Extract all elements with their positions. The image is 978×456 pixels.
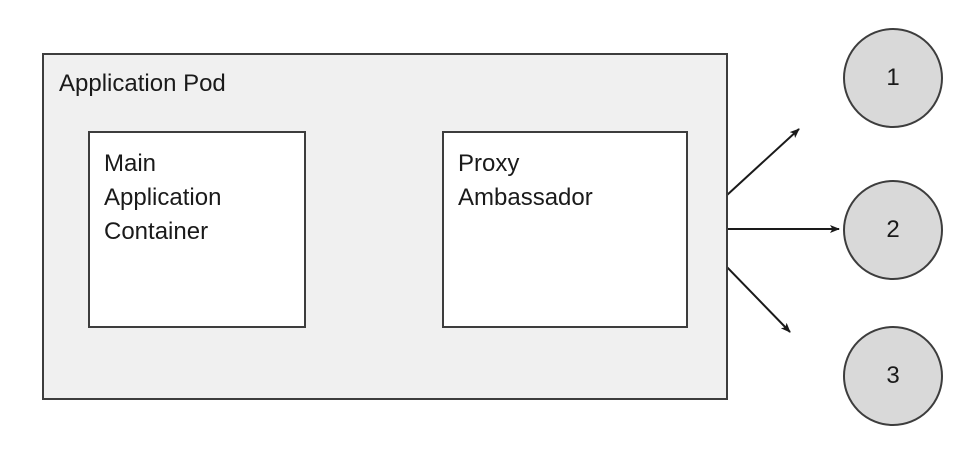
endpoint-2-label: 2 (886, 216, 900, 243)
proxy-ambassador-label: Proxy Ambassador (458, 150, 593, 211)
endpoint-circle-2[interactable]: 2 (843, 180, 943, 280)
endpoint-circle-3[interactable]: 3 (843, 326, 943, 426)
endpoint-1-label: 1 (886, 64, 900, 91)
proxy-ambassador-box[interactable]: Proxy Ambassador (442, 131, 688, 328)
main-application-container-box[interactable]: Main Application Container (88, 131, 306, 328)
endpoint-3-label: 3 (886, 362, 900, 389)
main-application-container-label: Main Application Container (104, 150, 222, 245)
endpoint-circle-1[interactable]: 1 (843, 28, 943, 128)
application-pod-label: Application Pod (59, 70, 226, 97)
